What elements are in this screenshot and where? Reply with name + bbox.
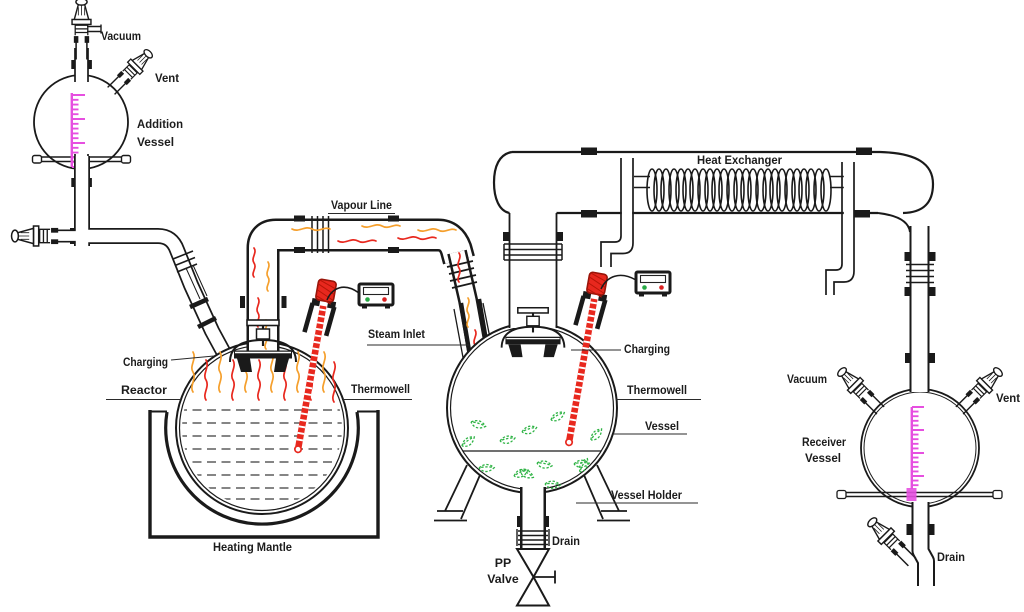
label-pp-valve-1: PP (495, 556, 511, 570)
receiver-vessel (832, 226, 1008, 586)
label-reactor-charging: Charging (123, 355, 168, 369)
receiver-drain (862, 502, 935, 586)
receiver-drain-valve[interactable] (862, 512, 920, 570)
pipe-flange (189, 296, 218, 330)
label-receiver-vent: Vent (996, 391, 1020, 405)
heat-exchanger (492, 147, 935, 295)
label-steam-inlet: Steam Inlet (368, 327, 425, 341)
labels: Vacuum Vent Addition Vessel Vapour Line … (101, 29, 1020, 586)
condensate-line (904, 226, 936, 392)
vessel-holder-legs (434, 464, 630, 522)
controller-wire-2 (600, 274, 637, 290)
neck-bellows (503, 243, 563, 261)
controller-wire-1 (326, 286, 360, 301)
vessel-drain (516, 487, 550, 549)
label-addition-vent: Vent (155, 71, 179, 85)
label-addition-vessel-1: Addition (137, 117, 183, 131)
label-vessel-holder: Vessel Holder (611, 488, 682, 502)
label-vessel-drain: Drain (552, 534, 580, 548)
vacuum-side-arm (87, 24, 102, 34)
steam-bellows (446, 260, 478, 289)
label-pp-valve-2: Valve (487, 572, 519, 586)
label-vessel: Vessel (645, 419, 679, 433)
line-bellows (906, 263, 934, 284)
coolant-port-left (600, 158, 634, 267)
pp-valve[interactable] (515, 548, 556, 607)
label-receiver-vessel-2: Vessel (805, 451, 841, 465)
vapour-bellows (311, 216, 330, 253)
process-vessel (434, 322, 630, 607)
label-receiver-vacuum: Vacuum (787, 372, 827, 386)
temperature-controller-1[interactable] (357, 282, 395, 310)
coolant-port-right (825, 162, 855, 295)
charging-stopcock-valve[interactable] (10, 225, 77, 247)
temperature-controller-2[interactable] (634, 270, 672, 298)
label-addition-vacuum: Vacuum (101, 29, 141, 43)
charging-line (10, 156, 233, 359)
label-receiver-vessel-1: Receiver (802, 435, 846, 449)
label-vessel-charging: Charging (624, 342, 670, 356)
label-heating-mantle: Heating Mantle (213, 540, 292, 554)
receiver-base-plate (836, 489, 1003, 500)
label-receiver-drain: Drain (937, 550, 965, 564)
label-vapour-line: Vapour Line (331, 198, 392, 212)
label-vessel-thermowell: Thermowell (627, 383, 687, 397)
heating-mantle (148, 410, 380, 539)
receiver-level-scale (906, 406, 924, 501)
condenser-coil (646, 168, 832, 212)
label-reactor-thermowell: Thermowell (351, 382, 410, 396)
label-reactor: Reactor (121, 383, 167, 397)
label-heat-exchanger: Heat Exchanger (697, 153, 782, 167)
label-addition-vessel-2: Vessel (137, 135, 174, 149)
